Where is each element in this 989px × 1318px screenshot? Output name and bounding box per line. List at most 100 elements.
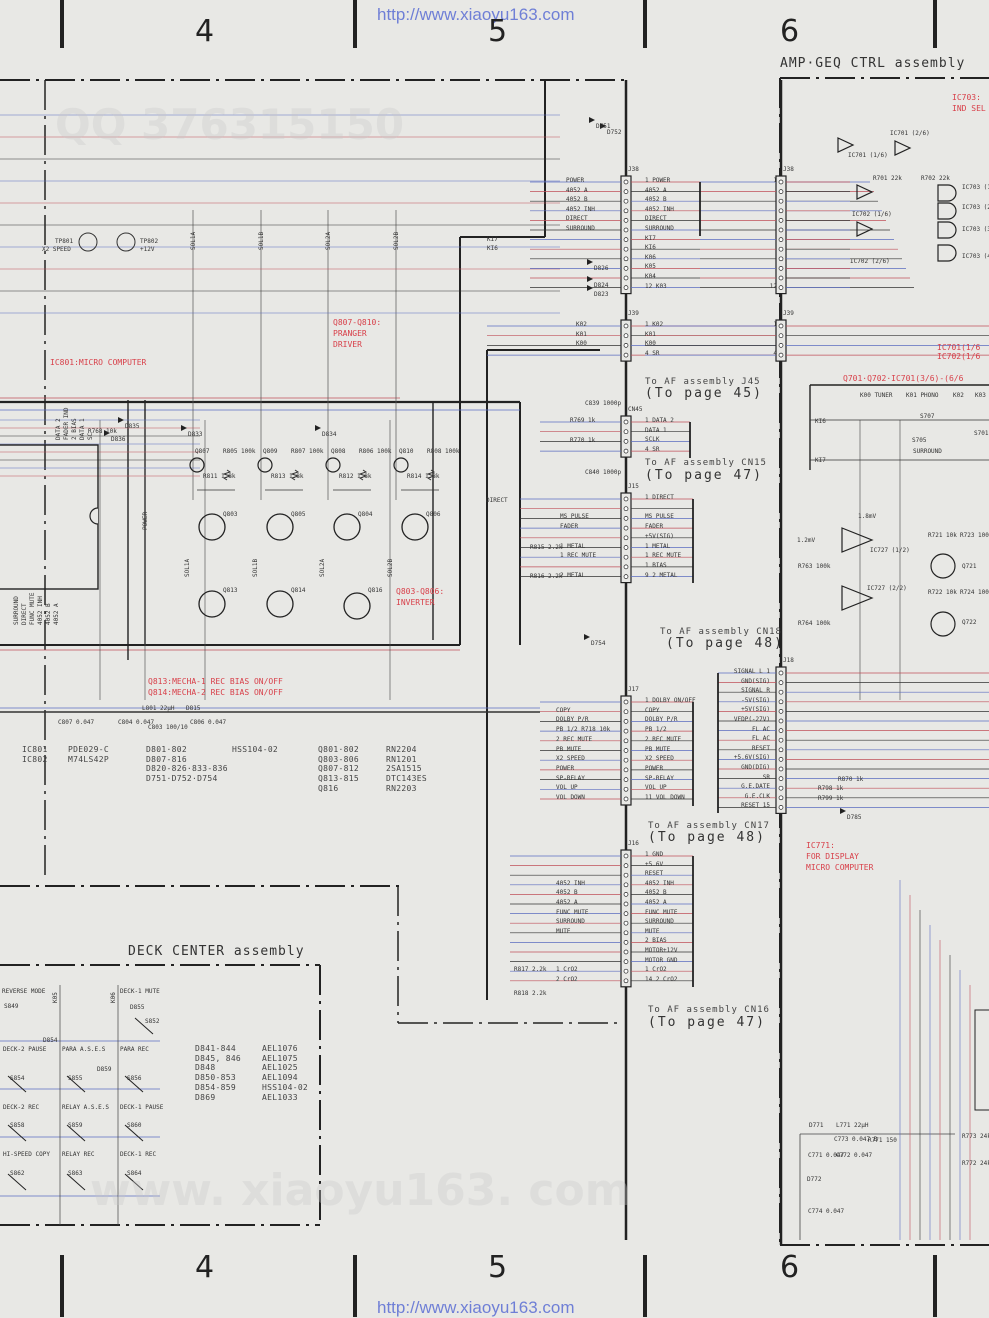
component-label: C803 100/10 xyxy=(148,724,188,731)
note-q803-2: INVERTER xyxy=(396,598,435,607)
pin-label: 4052 INH xyxy=(645,879,674,887)
pin-label: MOTOR GND xyxy=(645,956,678,964)
pin xyxy=(778,689,784,695)
diode-D835 xyxy=(118,417,124,423)
footer-url[interactable]: http://www.xiaoyu163.com xyxy=(377,1298,575,1317)
diode-D823 xyxy=(587,285,593,291)
transistor-label: Q816 xyxy=(368,587,383,594)
pin-label: 4052 A xyxy=(645,899,667,906)
parts-table-cell: D820-826·833-836 xyxy=(146,764,228,774)
component-label: C807 0.047 xyxy=(58,719,95,726)
pin xyxy=(623,429,629,435)
pin-label: SIGNAL L 1 xyxy=(733,668,770,675)
pin xyxy=(623,189,629,194)
column-number-6: 6 xyxy=(780,14,800,49)
ref-j45-page[interactable]: (To page 45) xyxy=(645,386,763,401)
transistor-Q809 xyxy=(257,457,273,473)
note-q701: Q701·Q702·IC701(3/6)-(6/6 xyxy=(843,374,964,383)
diode-label: D785 xyxy=(847,814,862,821)
note-ic703-2: IND SEL xyxy=(952,104,986,113)
transistor-Q810 xyxy=(393,457,409,473)
ic-pin-label: DIRECT xyxy=(21,603,28,625)
transistor-Q804 xyxy=(333,513,361,541)
deck-switch-label: S849 xyxy=(4,1003,19,1010)
inverter-gate xyxy=(856,184,874,200)
deck-switch-label: S852 xyxy=(145,1018,160,1025)
pin-label: VFDP(-27V) xyxy=(733,716,770,723)
column-number-5: 5 xyxy=(488,14,508,49)
pin-label: 14 2 CrO2 xyxy=(645,975,678,983)
amp-label: 1.8mV xyxy=(858,513,877,520)
pin-label: +5.6V(SIG) xyxy=(733,754,770,762)
pin xyxy=(778,747,784,753)
note-q807-2: PRANGER xyxy=(333,329,367,338)
signal-label: POWER xyxy=(142,511,149,530)
pin-label: FL AC xyxy=(751,725,770,733)
signal-label: KI6 xyxy=(487,245,498,252)
tp802-label: +12V xyxy=(140,246,155,253)
pin-label: K01 xyxy=(645,330,656,338)
note-ic771-2: FOR DISPLAY xyxy=(806,852,859,861)
pin xyxy=(778,179,784,185)
pin xyxy=(623,978,629,984)
pin xyxy=(623,246,629,252)
pin xyxy=(623,323,629,329)
pin-label: 1 REC MUTE xyxy=(560,552,597,560)
key-label: K01 PHONO xyxy=(906,392,939,399)
transistor xyxy=(930,611,956,637)
signal-label: SOL1B xyxy=(252,558,259,577)
pin xyxy=(778,266,784,271)
amp-label: IC701 (1/6) xyxy=(848,152,888,159)
pin xyxy=(778,776,784,781)
power-label: D772 xyxy=(807,1176,822,1183)
deck-switch-label: RELAY A.S.E.S xyxy=(62,1104,109,1111)
pin xyxy=(623,796,629,802)
diode-label: D752 xyxy=(607,129,622,136)
amp-label: Q722 xyxy=(962,619,977,626)
pin xyxy=(623,227,629,233)
deck-part-value: AEL1033 xyxy=(262,1092,298,1102)
pin-label: RESET xyxy=(645,870,664,878)
parts-table-cell: RN2204 xyxy=(386,745,417,754)
pin xyxy=(623,872,629,878)
pin-label: 4052 A xyxy=(566,186,588,194)
amp-label: IC703 (1/4) xyxy=(962,184,989,191)
ref-cn16-page[interactable]: (To page 47) xyxy=(648,1015,766,1030)
pin-label: -5V(SIG) xyxy=(741,696,770,704)
pin-label: DOLBY P/R xyxy=(556,716,589,724)
pin-label: VOL DOWN xyxy=(556,794,585,801)
transistor-label: Q806 xyxy=(426,511,441,518)
switch xyxy=(66,1173,86,1191)
tp801-name: TP801 xyxy=(55,238,74,245)
deck-switch-label: DECK-2 REC xyxy=(3,1104,40,1111)
pin-label: SURROUND xyxy=(566,225,595,232)
power-label: C771 0.047 xyxy=(808,1152,845,1159)
component-label: D815 xyxy=(186,705,201,712)
switch xyxy=(124,1075,144,1093)
transistor-Q805 xyxy=(266,513,294,541)
pin-label: FADER xyxy=(560,523,579,531)
deck-switch-label: D855 xyxy=(130,1004,145,1011)
pin-label: VOL UP xyxy=(556,784,578,792)
pin-label: 4052 B xyxy=(566,196,588,204)
connector-name-cn45: CN45 xyxy=(628,406,643,413)
header-url[interactable]: http://www.xiaoyu163.com xyxy=(377,5,575,24)
transistor-Q813 xyxy=(198,590,226,618)
resistor-label: R813 1.8k xyxy=(271,473,304,480)
resistor xyxy=(222,469,232,481)
transistor-Q814 xyxy=(266,590,294,618)
signal-label: SOL1B xyxy=(258,231,265,250)
pin xyxy=(623,525,629,531)
pin xyxy=(623,506,629,512)
switch xyxy=(7,1173,27,1191)
pin-label: 4052 INH xyxy=(566,205,595,213)
pin-label: RESET xyxy=(751,744,770,752)
connector-name-j38b: J38 xyxy=(783,166,794,173)
ref-cn15-page[interactable]: (To page 47) xyxy=(645,468,763,483)
pin-label: K01 xyxy=(576,330,587,338)
ref-cn17-page[interactable]: (To page 48) xyxy=(648,830,766,845)
ref-cn18-page[interactable]: (To page 48) xyxy=(666,636,784,651)
resistor xyxy=(426,469,436,481)
pin-label: PB MUTE xyxy=(645,745,671,753)
pin xyxy=(778,275,784,281)
